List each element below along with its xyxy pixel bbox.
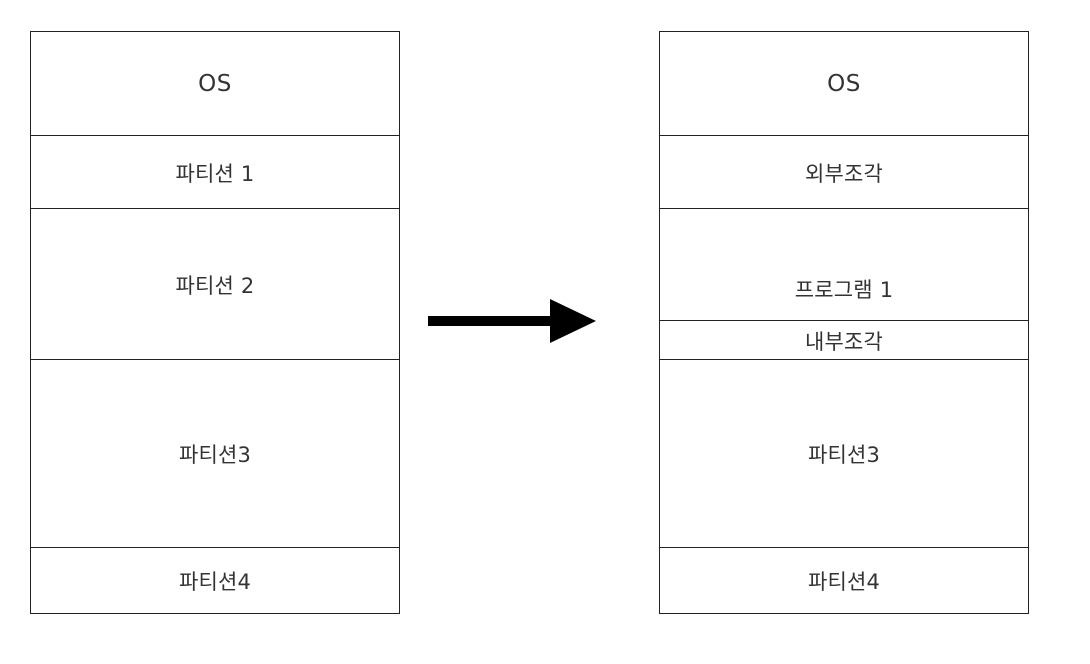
memory-stack-after: OS 외부조각 프로그램 1 내부조각 파티션3 파티션4 bbox=[659, 31, 1029, 614]
partition-3-block: 파티션3 bbox=[30, 359, 400, 549]
program-1-label: 프로그램 1 bbox=[794, 278, 894, 302]
right-arrow-icon bbox=[428, 299, 596, 343]
partition-2-block: 파티션 2 bbox=[30, 208, 400, 361]
memory-stack-before: OS 파티션 1 파티션 2 파티션3 파티션4 bbox=[30, 31, 400, 614]
partition-4-label: 파티션4 bbox=[178, 569, 252, 594]
os-label: OS bbox=[198, 71, 232, 97]
program-1-block: 프로그램 1 bbox=[659, 208, 1029, 322]
partition-4-label: 파티션4 bbox=[807, 569, 881, 594]
partition-1-label: 파티션 1 bbox=[175, 161, 255, 186]
external-fragment-label: 외부조각 bbox=[804, 161, 884, 186]
os-block: OS bbox=[30, 31, 400, 137]
internal-fragment-label: 내부조각 bbox=[804, 329, 884, 354]
partition-3-label: 파티션3 bbox=[178, 443, 252, 467]
partition-3-block: 파티션3 bbox=[659, 359, 1029, 549]
os-block: OS bbox=[659, 31, 1029, 137]
partition-4-block: 파티션4 bbox=[659, 547, 1029, 614]
partition-3-label: 파티션3 bbox=[807, 443, 881, 467]
internal-fragment-block: 내부조각 bbox=[659, 320, 1029, 361]
partition-2-label: 파티션 2 bbox=[175, 273, 255, 298]
partition-1-block: 파티션 1 bbox=[30, 135, 400, 210]
external-fragment-block: 외부조각 bbox=[659, 135, 1029, 210]
os-label: OS bbox=[827, 71, 861, 97]
partition-4-block: 파티션4 bbox=[30, 547, 400, 614]
